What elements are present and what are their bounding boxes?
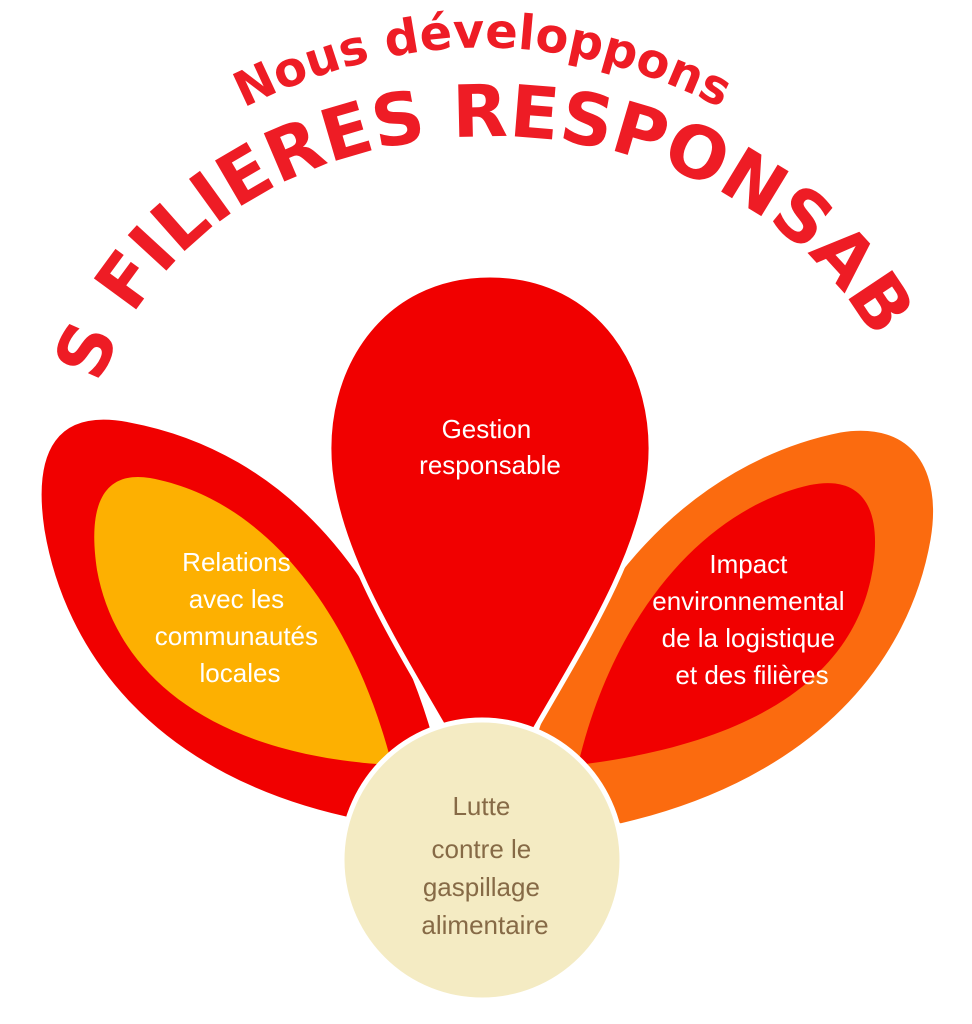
right-petal-inner <box>578 483 876 765</box>
top-petal <box>326 272 654 755</box>
center-circle <box>339 717 625 1003</box>
left-petal-label: Relations avec les communautés locales <box>155 547 326 688</box>
top-petal-label: Gestion responsable <box>419 414 561 480</box>
center-label: Lutte contre le gaspillage alimentaire <box>421 791 548 940</box>
left-petal <box>36 414 443 825</box>
left-petal-inner <box>94 476 393 765</box>
right-petal-label: Impact environnemental de la logistique … <box>652 549 851 690</box>
